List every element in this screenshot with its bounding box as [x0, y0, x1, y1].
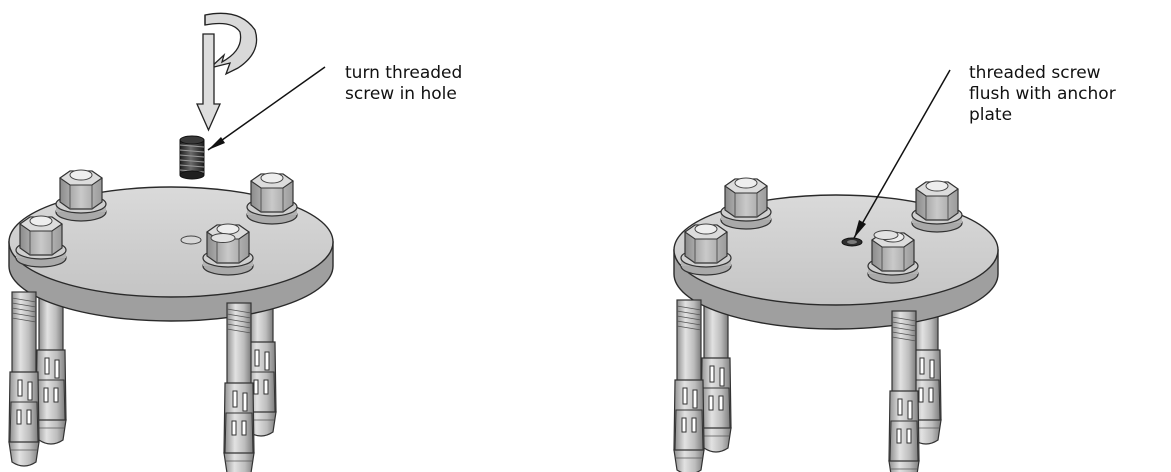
leader-line-right	[853, 69, 951, 239]
callout-left: turn threaded screw in hole	[345, 63, 463, 104]
downward-arrow-icon	[196, 33, 221, 132]
centre-hole	[873, 230, 899, 240]
leader-line-left	[207, 66, 326, 151]
threaded-screw-icon	[179, 135, 205, 180]
centre-hole	[210, 233, 236, 243]
anchor-plate-assembly-left	[9, 170, 333, 472]
leader-arrowhead-left	[208, 137, 225, 150]
left-panel	[9, 12, 333, 472]
leader-arrowhead-right	[854, 220, 866, 238]
screw-hole	[180, 235, 202, 245]
anchor-plate-assembly-right	[674, 178, 998, 472]
callout-right: threaded screw flush with anchor plate	[969, 63, 1116, 125]
right-panel	[674, 69, 998, 472]
